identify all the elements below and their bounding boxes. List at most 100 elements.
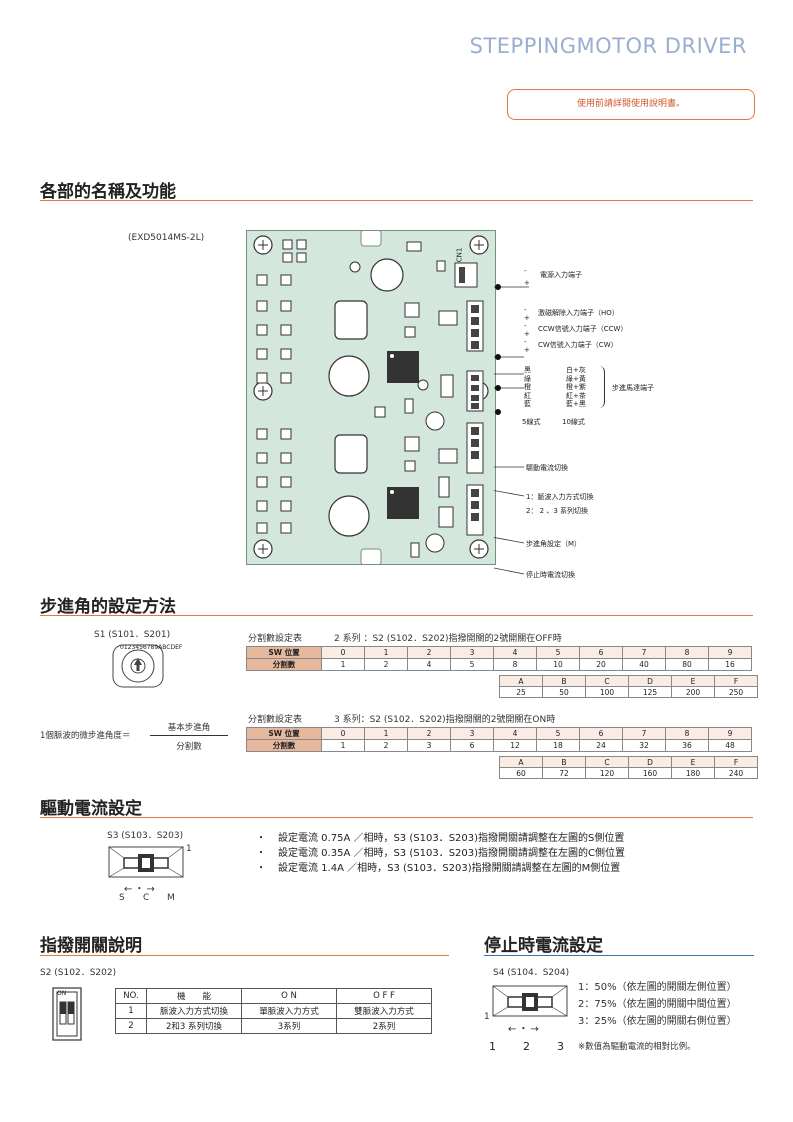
- table-row: 2 2和3 系列切換 3系列 2系列: [115, 1018, 432, 1034]
- table-row: 25 50 100 125 200 250: [499, 686, 758, 698]
- cell: 5: [536, 646, 580, 659]
- table-row: SW 位置 0 1 2 3 4 5 6 7 8 9: [246, 646, 752, 659]
- document-title: STEPPINGMOTOR DRIVER: [469, 34, 747, 58]
- cell: 8: [665, 646, 709, 659]
- callout-switch-1: 1：脈波入力方式切換: [526, 493, 594, 501]
- cell: 100: [585, 686, 629, 698]
- cell: 4: [407, 658, 451, 671]
- cell: 6: [579, 727, 623, 740]
- cell: 40: [622, 658, 666, 671]
- terminal-plus: +: [524, 279, 530, 287]
- cell: 18: [536, 739, 580, 752]
- dial-digits: 0123456789ABCDEF: [120, 644, 183, 651]
- dip-on-mark: ON: [57, 990, 67, 997]
- terminal-minus: -: [524, 322, 527, 330]
- wire-color: 黑: [524, 366, 531, 374]
- pos-1: 1: [489, 1040, 496, 1053]
- cell: 3系列: [241, 1018, 337, 1034]
- row-header: 分割數: [246, 658, 322, 671]
- cell: 200: [671, 686, 715, 698]
- cell: E: [671, 756, 715, 768]
- cell: A: [499, 675, 543, 687]
- cell: 120: [585, 767, 629, 779]
- formula-left: 1個脈波的微步進角度＝: [40, 731, 131, 741]
- dip-function-table: NO. 機 能 O N O F F 1 脈波入力方式切換 單脈波入力方式 雙脈波…: [115, 988, 432, 1034]
- section-title-drive-current: 驅動電流設定: [40, 799, 142, 819]
- stop-current-line-1: 1：50%（依左圖的開關左側位置）: [578, 982, 737, 993]
- callout-stop-current: 停止時電流切換: [526, 571, 575, 579]
- cell: 1: [321, 658, 365, 671]
- callout-drive-current: 驅動電流切換: [526, 464, 568, 472]
- cell: 25: [499, 686, 543, 698]
- wire-color: 橙+紫: [566, 383, 586, 391]
- callout-power-terminal: 電源入力端子: [540, 271, 582, 279]
- callout-cw-terminal: CW信號入力端子（CW）: [538, 341, 618, 349]
- cell: 1: [364, 646, 408, 659]
- row-header: 分割數: [246, 739, 322, 752]
- terminal-plus: +: [524, 314, 530, 322]
- callout-lines: [494, 284, 529, 575]
- cell: 9: [708, 646, 752, 659]
- cell: 32: [622, 739, 666, 752]
- stop-current-line-3: 3：25%（依左圖的開關右側位置）: [578, 1016, 737, 1027]
- wire-color: 藍+黑: [566, 400, 586, 408]
- cell: 0: [321, 646, 365, 659]
- cell: 脈波入力方式切換: [146, 1003, 242, 1019]
- model-number: (EXD5014MS-2L): [128, 233, 205, 243]
- drive-current-line-1: 設定電流 0.75A ／相時，S3 (S103．S203)指撥開關請調整在左圖的…: [278, 833, 625, 844]
- cell: D: [628, 756, 672, 768]
- cell: 2系列: [336, 1018, 432, 1034]
- wire-color: 白+灰: [566, 366, 586, 374]
- section-divider: [40, 955, 449, 956]
- s2-label: S2 (S102．S202): [40, 968, 117, 978]
- cell: 6: [579, 646, 623, 659]
- motor-bracket: [596, 366, 605, 408]
- callout-switch-2: 2： 2 、3 系列切換: [526, 507, 589, 515]
- cell: 24: [579, 739, 623, 752]
- cell: 12: [493, 739, 537, 752]
- cell: 2: [115, 1018, 147, 1034]
- cell: C: [585, 756, 629, 768]
- table1-b: A B C D E F 25 50 100 125 200 250: [499, 675, 758, 698]
- header-cell: O N: [241, 988, 337, 1004]
- table1-caption: 分割數設定表: [248, 634, 303, 644]
- cell: 2和3 系列切換: [146, 1018, 242, 1034]
- cell: 8: [493, 658, 537, 671]
- table-row: 1 脈波入力方式切換 單脈波入力方式 雙脈波入力方式: [115, 1003, 432, 1019]
- callout-step-setting: 步進角設定（M）: [526, 540, 582, 548]
- cell: 5: [536, 727, 580, 740]
- table2-a: SW 位置 0 1 2 3 4 5 6 7 8 9 分割數 1 2 3 6 12…: [246, 727, 752, 752]
- table-row: 60 72 120 160 180 240: [499, 767, 758, 779]
- wire-color: 藍: [524, 400, 531, 408]
- cell: 180: [671, 767, 715, 779]
- scm-m: M: [167, 893, 175, 903]
- terminal-plus: +: [524, 330, 530, 338]
- cell: 6: [450, 739, 494, 752]
- slide-switch-s3: [108, 846, 184, 878]
- dip-switch-illustration: [52, 987, 82, 1041]
- wire-colors-5: 黑 綠 橙 紅 藍: [524, 366, 531, 409]
- table2-b: A B C D E F 60 72 120 160 180 240: [499, 756, 758, 779]
- pos-2: 2: [523, 1040, 530, 1053]
- wire-color: 橙: [524, 383, 531, 391]
- usage-notice: 使用前請詳閱使用說明書。: [507, 89, 755, 120]
- cell: D: [628, 675, 672, 687]
- table-row: NO. 機 能 O N O F F: [115, 988, 432, 1004]
- cell: 48: [708, 739, 752, 752]
- scm-s: S: [119, 893, 125, 903]
- cell: 2: [364, 739, 408, 752]
- section-title-parts: 各部的名稱及功能: [40, 182, 176, 202]
- wire-color: 綠+黃: [566, 374, 586, 383]
- terminal-minus: -: [524, 306, 527, 314]
- section-title-step-angle: 步進角的設定方法: [40, 597, 176, 617]
- table2-desc: 3 系列：S2 (S102．S202)指撥開關的2號開關在ON時: [334, 715, 556, 725]
- section-title-stop-current: 停止時電流設定: [484, 936, 603, 956]
- header-cell: 機 能: [146, 988, 242, 1004]
- bullet: ・: [256, 863, 266, 874]
- table-row: 分割數 1 2 4 5 8 10 20 40 80 16: [246, 658, 752, 671]
- cell: B: [542, 675, 586, 687]
- s1-label: S1 (S101．S201): [94, 630, 171, 640]
- scm-c: C: [143, 893, 150, 903]
- cell: 3: [450, 646, 494, 659]
- section-title-dip-switch: 指撥開關說明: [40, 936, 142, 956]
